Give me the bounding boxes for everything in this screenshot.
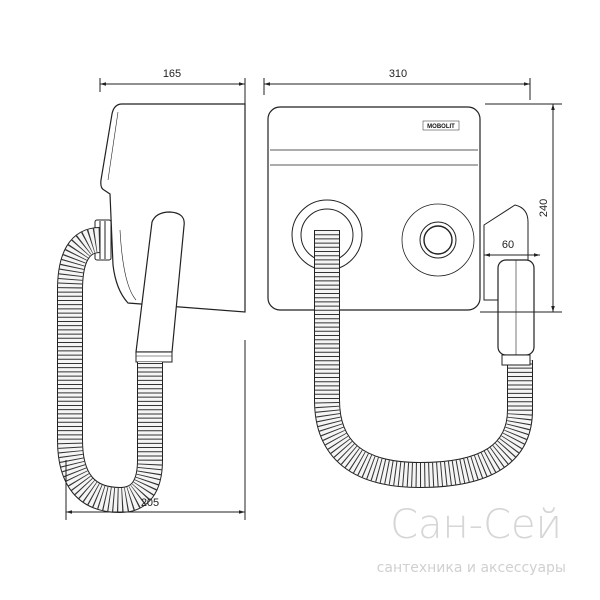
watermark: Сан-Сей сантехника и аксессуары: [377, 502, 566, 576]
front-handle: [483, 204, 535, 366]
dimension-label-handle-offset: 60: [502, 239, 514, 251]
side-handle: [135, 211, 185, 363]
dimension-label-front-width: 310: [389, 68, 407, 80]
side-hose: [57, 227, 163, 514]
brand-logo: MOBOLIT: [422, 120, 460, 131]
dimension-handle-offset: 60: [484, 239, 540, 257]
dimension-front-width: 310: [263, 68, 531, 100]
dimension-side-height: 240: [480, 103, 562, 313]
dimension-label-side-height: 240: [538, 199, 550, 217]
side-body: [100, 103, 246, 313]
watermark-subtitle: сантехника и аксессуары: [377, 560, 566, 576]
side-view: 165 205: [57, 68, 246, 520]
brand-logo-text: MOBOLIT: [427, 124, 455, 130]
dimension-hose-span: 205: [66, 497, 245, 514]
front-view: 310 MOBOLIT: [263, 68, 562, 489]
front-hose: [314, 230, 533, 489]
dimension-label-side-depth: 165: [163, 68, 181, 80]
push-button: [401, 203, 475, 277]
dimension-side-depth: 165: [99, 68, 246, 105]
dimension-label-hose-span: 205: [141, 497, 159, 509]
watermark-title: Сан-Сей: [390, 502, 562, 548]
